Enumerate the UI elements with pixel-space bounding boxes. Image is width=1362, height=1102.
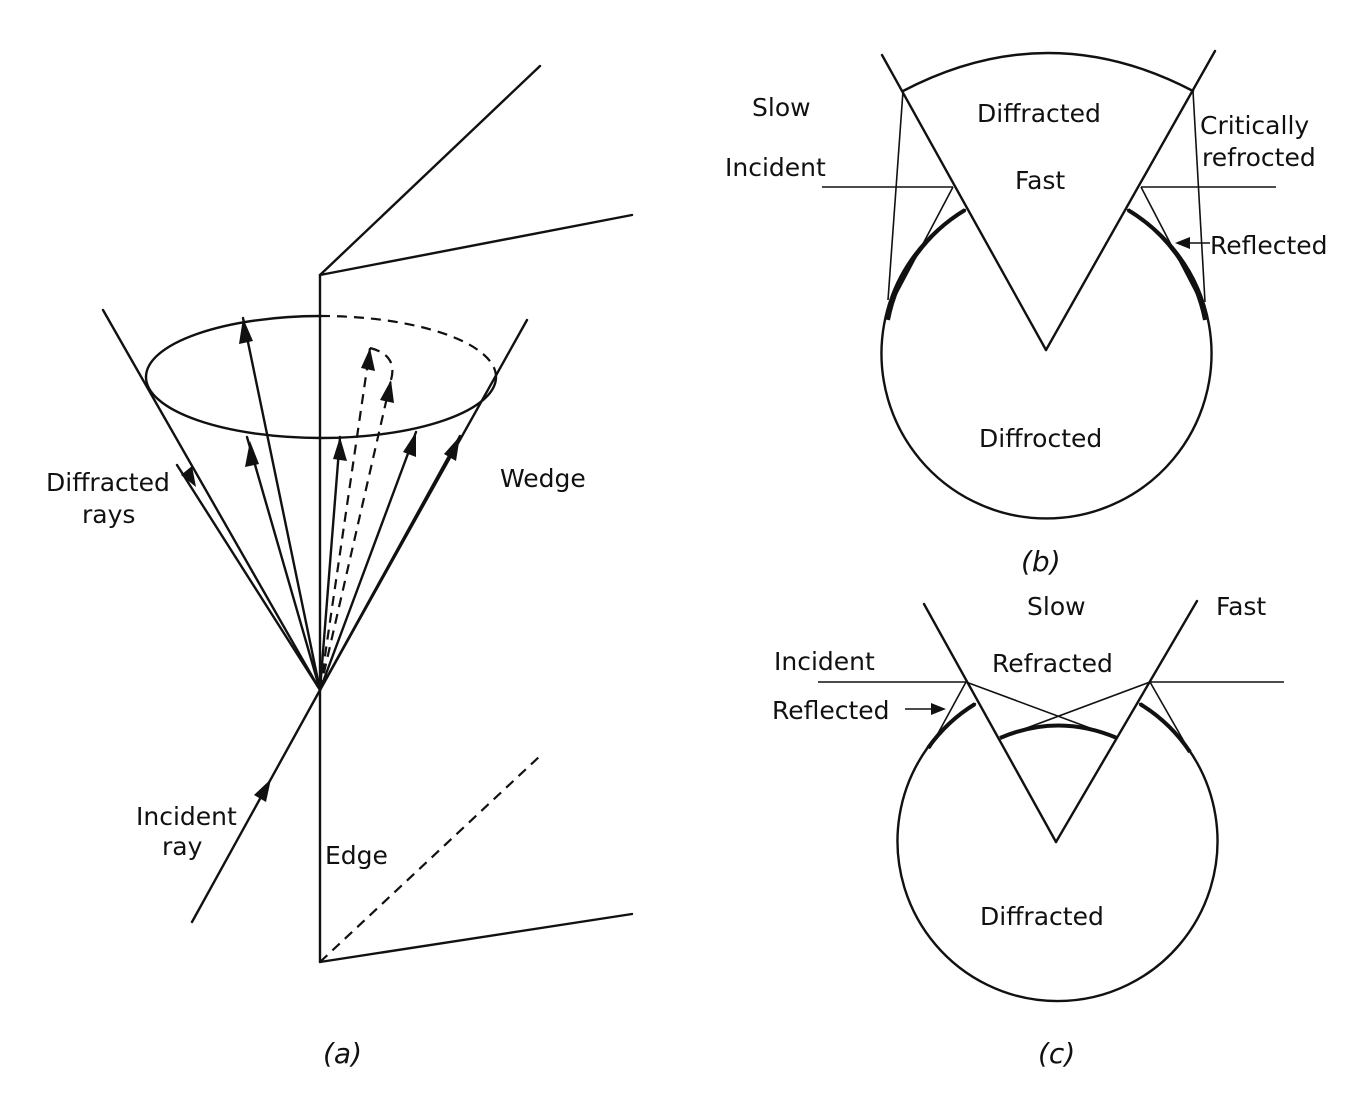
wedge-right-side bbox=[1044, 49, 1217, 352]
hidden-rim-hook bbox=[369, 346, 394, 381]
critically-refracted-right bbox=[1192, 90, 1206, 303]
reflected-line-right bbox=[1149, 681, 1191, 753]
reflected-line-right bbox=[1140, 186, 1206, 311]
reflected-arc-right bbox=[1126, 208, 1207, 321]
diffracted-circle bbox=[880, 208, 1213, 520]
ray-arrowhead bbox=[245, 441, 259, 467]
wedge-upper-face bbox=[318, 64, 542, 277]
panel-a: Diffracted rays Wedge Incident ray Edge … bbox=[46, 64, 634, 1070]
ray-arrowhead bbox=[403, 432, 416, 457]
hidden-diffracted-ray bbox=[318, 347, 372, 691]
label-wedge: Wedge bbox=[500, 464, 586, 493]
label-slow: Slow bbox=[1027, 592, 1086, 621]
ray-arrowhead bbox=[181, 466, 196, 487]
label-diffracted-rays-1: Diffracted bbox=[46, 468, 170, 497]
caption-a: (a) bbox=[323, 1037, 362, 1070]
label-refracted: Refracted bbox=[992, 649, 1113, 678]
cone-rim-back-visible bbox=[144, 314, 322, 379]
label-reflected: Reflected bbox=[772, 696, 890, 725]
reflected-arc-right bbox=[1138, 702, 1192, 754]
label-critically-1: Critically bbox=[1200, 111, 1309, 140]
label-incident: Incident bbox=[725, 153, 826, 182]
incident-ray-line bbox=[190, 688, 322, 924]
wedge-right-side bbox=[1054, 599, 1199, 844]
diffracted-ray bbox=[318, 434, 462, 692]
caption-b: (b) bbox=[1021, 545, 1061, 578]
ray-arrowhead bbox=[361, 348, 375, 371]
reflected-line-left bbox=[887, 186, 954, 311]
label-diffracted-rays-2: rays bbox=[82, 500, 135, 529]
critically-refracted-left bbox=[887, 90, 904, 301]
ray-arrowhead bbox=[333, 437, 347, 461]
label-incident-ray-2: ray bbox=[162, 832, 203, 861]
reflected-arc-left bbox=[926, 702, 977, 750]
reflected-pointer-head bbox=[931, 703, 946, 715]
wedge-top-arc bbox=[901, 51, 1195, 93]
cone-rim-back-hidden bbox=[319, 314, 498, 378]
reflected-arc-left bbox=[886, 208, 967, 321]
diffracted-ray bbox=[241, 316, 322, 692]
label-incident-ray-1: Incident bbox=[136, 802, 237, 831]
ray-arrowhead bbox=[444, 436, 460, 461]
label-fast: Fast bbox=[1015, 166, 1065, 195]
hidden-diffracted-ray bbox=[318, 379, 393, 691]
reflected-line-left bbox=[929, 681, 967, 749]
label-diffracted: Diffracted bbox=[980, 902, 1104, 931]
diffracted-ray bbox=[175, 463, 322, 692]
wedge-upper-back bbox=[318, 213, 634, 277]
ray-arrowhead bbox=[380, 380, 394, 403]
panel-c: Slow Fast Incident Refracted Reflected D… bbox=[772, 592, 1284, 1070]
diffracted-ray bbox=[318, 435, 342, 692]
incident-ray-arrowhead bbox=[254, 779, 271, 802]
cone-left-generator bbox=[101, 308, 322, 692]
refracted-arc bbox=[999, 723, 1118, 740]
wedge-lower-back bbox=[318, 912, 634, 964]
diffracted-circle bbox=[896, 702, 1219, 1003]
diffracted-ray bbox=[318, 430, 418, 692]
label-critically-2: refrocted bbox=[1202, 143, 1316, 172]
caption-c: (c) bbox=[1038, 1037, 1075, 1070]
reflected-pointer-head bbox=[1175, 237, 1190, 249]
diffracted-ray bbox=[245, 435, 322, 692]
label-slow: Slow bbox=[752, 93, 811, 122]
label-reflected: Reflected bbox=[1210, 231, 1328, 260]
label-diffracted-top: Diffracted bbox=[977, 99, 1101, 128]
label-incident: Incident bbox=[774, 647, 875, 676]
cone-rim-front bbox=[144, 375, 498, 440]
label-fast: Fast bbox=[1216, 592, 1266, 621]
panel-b: Slow Diffracted Fast Critically refrocte… bbox=[725, 49, 1328, 578]
wedge-left-side bbox=[880, 53, 1048, 352]
label-diffracted-bottom: Diffrocted bbox=[979, 424, 1102, 453]
label-edge: Edge bbox=[325, 841, 388, 870]
ray-arrowhead bbox=[239, 318, 253, 344]
wedge-left-side bbox=[922, 602, 1058, 844]
